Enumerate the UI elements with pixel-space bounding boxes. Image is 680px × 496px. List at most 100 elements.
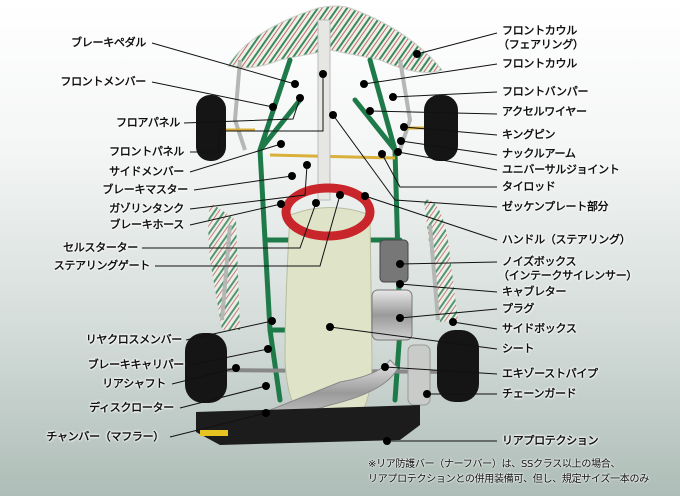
- leader-line: [155, 194, 341, 267]
- label-left-2: フロアパネル: [116, 116, 180, 129]
- label-right-17: エキゾーストパイプ: [502, 367, 598, 380]
- label-left-9: ステアリングゲート: [53, 259, 151, 272]
- label-right-16: シート: [502, 342, 535, 355]
- label-left-7: ブレーキホース: [109, 218, 185, 231]
- leader-line: [452, 321, 498, 330]
- leader-line: [171, 367, 237, 385]
- leader-line: [399, 283, 498, 293]
- label-right-14: プラグ: [502, 302, 535, 315]
- callout-dot: [423, 390, 431, 398]
- callout-dot: [400, 123, 408, 131]
- callout-dot: [296, 94, 304, 102]
- callout-dot: [303, 161, 311, 169]
- leader-line: [392, 91, 498, 98]
- label-right-19: リアプロテクション: [502, 434, 599, 447]
- callout-dot: [319, 70, 327, 78]
- side-pods: [208, 199, 458, 330]
- label-right-5: キングピン: [502, 128, 556, 141]
- rear-protection: [196, 405, 420, 445]
- leader-line: [151, 42, 296, 85]
- label-left-11: ブレーキキャリパー: [87, 358, 185, 371]
- callout-dot: [383, 437, 391, 445]
- leader-lines: [142, 32, 498, 445]
- callout-dot: [277, 140, 285, 148]
- callout-dot: [269, 103, 277, 111]
- callout-dot: [396, 280, 404, 288]
- callout-dot: [326, 323, 334, 331]
- label-left-0: ブレーキペダル: [71, 36, 146, 49]
- callout-dot: [232, 364, 240, 372]
- callout-dot: [336, 191, 344, 199]
- label-left-3: フロントパネル: [109, 145, 184, 158]
- note-line-2: リアプロテクションとの併用装備可、但し、規定サイズ一本のみ: [368, 474, 649, 485]
- leader-line: [397, 151, 498, 171]
- callout-dot: [413, 50, 421, 58]
- callout-dot: [381, 363, 389, 371]
- leader-line: [329, 326, 498, 350]
- engine: [371, 289, 413, 341]
- callout-dot: [268, 317, 276, 325]
- callout-dot: [449, 318, 457, 326]
- noise-box: [379, 239, 409, 283]
- leader-line: [179, 385, 267, 409]
- label-left-6: ガゾリンタンク: [109, 202, 184, 215]
- label-right-3: フロントバンパー: [502, 85, 589, 98]
- leader-line: [399, 308, 498, 319]
- chain-guard: [407, 344, 431, 406]
- label-left-4: サイドメンバー: [109, 165, 184, 178]
- label-right-18: チェーンガード: [502, 387, 577, 400]
- label-right-8: タイロッド: [502, 180, 556, 193]
- label-left-14: チャンバー（マフラー）: [46, 430, 164, 443]
- leader-line: [151, 81, 274, 108]
- note: ※リア防護バー（ナーフバー）は、SSクラス以上の場合、 リアプロテクションとの併…: [368, 457, 649, 487]
- callout-dot: [262, 409, 270, 417]
- leader-line: [142, 202, 317, 249]
- steering-column: [317, 19, 331, 201]
- label-left-10: リヤクロスメンバー: [85, 333, 183, 346]
- leader-line: [189, 348, 269, 366]
- callout-dot: [361, 192, 369, 200]
- callout-dot: [277, 200, 285, 208]
- callout-dot: [397, 137, 405, 145]
- leader-line: [169, 412, 267, 438]
- leader-line: [416, 32, 498, 55]
- callout-dot: [291, 80, 299, 88]
- callout-dot: [360, 80, 368, 88]
- callout-dot: [288, 172, 296, 180]
- leader-line: [189, 203, 282, 226]
- label-left-1: フロントメンバー: [60, 75, 146, 88]
- leader-line: [363, 63, 498, 85]
- rear-protection-reflector: [200, 430, 228, 436]
- leader-line: [185, 320, 273, 341]
- callout-dot: [366, 107, 374, 115]
- leader-line: [403, 126, 498, 136]
- label-right-6: ナックルアーム: [502, 147, 576, 160]
- label-left-5: ブレーキマスター: [102, 183, 188, 196]
- leader-line: [384, 366, 498, 375]
- label-right-4: アクセルワイヤー: [502, 105, 587, 118]
- leader-line: [183, 97, 301, 124]
- label-left-12: リアシャフト: [102, 377, 166, 390]
- label-left-13: ディスクローター: [89, 401, 174, 414]
- front-cowl: [227, 5, 443, 73]
- leader-line: [400, 140, 498, 156]
- label-right-0: フロントカウル: [502, 24, 577, 37]
- label-right-1: （フェアリング）: [498, 38, 584, 51]
- leader-line: [332, 114, 498, 208]
- callout-dot: [312, 199, 320, 207]
- label-right-7: ユニバーサルジョイント: [502, 163, 620, 176]
- label-right-11: ノイズボックス: [502, 255, 577, 268]
- label-left-8: セルスターター: [63, 241, 138, 254]
- leader-line: [193, 175, 293, 191]
- label-right-15: サイドボックス: [502, 322, 577, 335]
- callout-dot: [389, 93, 397, 101]
- leader-line: [189, 164, 308, 210]
- leader-line: [381, 153, 497, 188]
- callout-dot: [264, 345, 272, 353]
- label-right-2: フロントカウル: [502, 57, 577, 70]
- leader-line: [364, 195, 498, 241]
- callout-dot: [394, 148, 402, 156]
- callout-dot: [262, 382, 270, 390]
- leader-line: [190, 74, 324, 153]
